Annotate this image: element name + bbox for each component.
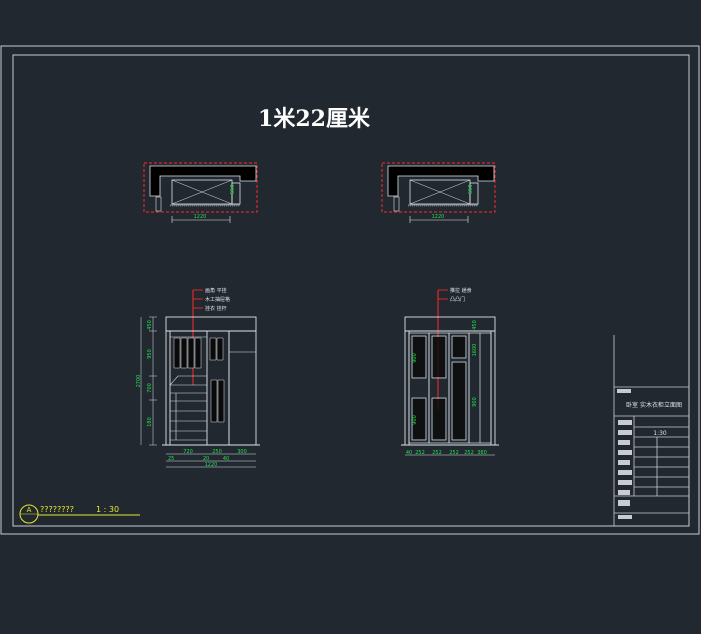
plan-right-wall <box>387 165 495 197</box>
outer-border <box>0 45 700 535</box>
title-block-label-2 <box>618 430 632 435</box>
plan-right: 1220 550 <box>381 162 496 223</box>
plan-right-width-dim: 1220 <box>432 214 445 220</box>
elev-right-doors <box>408 332 492 444</box>
title-block-glyphs <box>617 389 632 519</box>
title-block-label-1 <box>618 420 632 425</box>
elev-right-infill-5 <box>453 337 465 357</box>
plan-right-door-leaf <box>469 182 479 205</box>
view-label-text: ???????? <box>40 505 74 514</box>
elev-left-garment-3 <box>187 337 195 369</box>
elev-right-infill-4 <box>433 399 445 439</box>
plan-left-post <box>155 196 162 212</box>
plan-left-wall <box>149 165 257 197</box>
elev-left-top-dim: 450 <box>147 320 153 330</box>
elev-left-leader-2: 木工抽屉格 <box>205 296 230 303</box>
elev-right-bottom-dim-1: 40 <box>406 450 412 456</box>
elev-left-horizontal-dim-lines <box>166 453 256 468</box>
view-marker-letter: A <box>27 506 32 514</box>
elev-right-bottom-dim-4: 252 <box>449 450 459 456</box>
elev-left-mid2-dim: 700 <box>147 383 153 393</box>
plan-left-width-dim: 1220 <box>194 214 207 220</box>
title-block-footer-mark <box>618 515 632 519</box>
elev-right-panel-3-lower <box>451 361 467 441</box>
title-block-label-4 <box>618 450 632 455</box>
elev-right-panel-1-upper <box>411 335 427 379</box>
elev-right-panel-3-upper <box>451 335 467 359</box>
plan-left-highlight-box <box>143 162 258 213</box>
elevation-left: 画角 平挂 木工抽屉格 挂衣 挂杆 <box>136 287 260 468</box>
elev-right-dim-e: 900 <box>472 397 478 407</box>
elev-right-bottom-dim-5: 252 <box>464 450 474 456</box>
elev-left-height-dim: 2700 <box>136 375 142 388</box>
sheet-frame <box>0 45 700 535</box>
elev-right-panel-1-lower <box>411 397 427 441</box>
elev-left-leader-3: 挂衣 挂杆 <box>205 305 227 312</box>
scale-label: 1 : 30 <box>96 505 119 514</box>
plan-left-depth-dim: 550 <box>230 184 236 194</box>
elev-left-garment-6 <box>216 337 224 361</box>
title-block <box>613 335 689 526</box>
elev-left-bottom-dim-a: 720 <box>183 449 193 455</box>
plan-right-highlight-box <box>381 162 496 213</box>
elev-left-lower-dim: 180 <box>147 417 153 427</box>
elev-left-sub-dim-b: 20 <box>203 456 209 462</box>
elev-right-dim-a: 900 <box>412 353 418 363</box>
plan-right-cross-b <box>409 179 471 205</box>
elev-left-leader-1: 画角 平挂 <box>205 287 227 294</box>
elev-left-drawers <box>169 351 256 441</box>
plan-right-post <box>393 196 400 212</box>
drawing-title: 1米22厘米 <box>258 106 371 132</box>
elev-right-dim-c: 900 <box>412 415 418 425</box>
elev-right-door-infill <box>413 337 465 439</box>
elev-left-garment-5 <box>209 337 217 361</box>
title-block-scale: 1:30 <box>653 430 667 437</box>
elev-left-sub-dim-c: 40 <box>223 456 229 462</box>
elev-left-garment-7 <box>210 379 218 423</box>
title-block-label-6 <box>618 470 632 475</box>
elev-right-panel-2-lower <box>431 397 447 441</box>
elev-right-dim-d: 450 <box>472 320 478 330</box>
title-block-label-8 <box>618 490 630 495</box>
elev-right-infill-3 <box>433 337 445 377</box>
inner-border <box>12 54 690 527</box>
plan-right-depth-dim: 550 <box>468 184 474 194</box>
plan-left: 1220 550 <box>143 162 258 223</box>
elev-right-infill-2 <box>413 399 425 439</box>
title-block-label-7 <box>618 480 632 485</box>
title-block-project: 卧室 实木衣柜立面图 <box>626 401 682 409</box>
elev-left-bottom-dim-c: 300 <box>237 449 247 455</box>
elev-left-drawer-top <box>169 375 208 386</box>
elev-left-garment-1 <box>173 337 181 369</box>
elev-left-hanging-clothes <box>173 337 225 423</box>
elev-right-bottom-dim-6: 380 <box>477 450 487 456</box>
title-block-label-3 <box>618 440 630 445</box>
elev-left-mid-dim: 950 <box>147 349 153 359</box>
elev-left-garment-2 <box>180 337 188 369</box>
elev-left-garment-4 <box>194 337 202 369</box>
elev-right-panel-2-upper <box>431 335 447 379</box>
elev-right-leader-1: 推拉 趟食 <box>450 287 472 294</box>
elev-left-vertical-dim-lines <box>140 316 157 446</box>
elev-right-leader-2: 凸凸门 <box>450 296 465 303</box>
elev-right-bottom-dim-3: 252 <box>432 450 442 456</box>
plan-left-door-leaf <box>231 182 241 205</box>
elev-right-dim-b: 1600 <box>472 344 478 357</box>
elev-left-total-dim: 1220 <box>205 462 218 468</box>
view-label: A ???????? 1 : 30 <box>19 504 140 524</box>
elev-left-bottom-dim-b: 250 <box>212 449 222 455</box>
plan-left-cross-b <box>171 179 233 205</box>
title-block-label-9 <box>618 500 630 506</box>
elevation-right: 推拉 趟食 凸凸门 <box>401 287 499 456</box>
elev-left-garment-8 <box>217 379 225 423</box>
elev-right-bottom-dim-2: 252 <box>415 450 425 456</box>
elev-left-sub-dim-a: 25 <box>168 456 174 462</box>
elev-right-infill-1 <box>413 337 425 377</box>
title-block-logo-mark <box>617 389 631 393</box>
title-block-label-5 <box>618 460 630 465</box>
elev-right-infill-6 <box>453 363 465 439</box>
